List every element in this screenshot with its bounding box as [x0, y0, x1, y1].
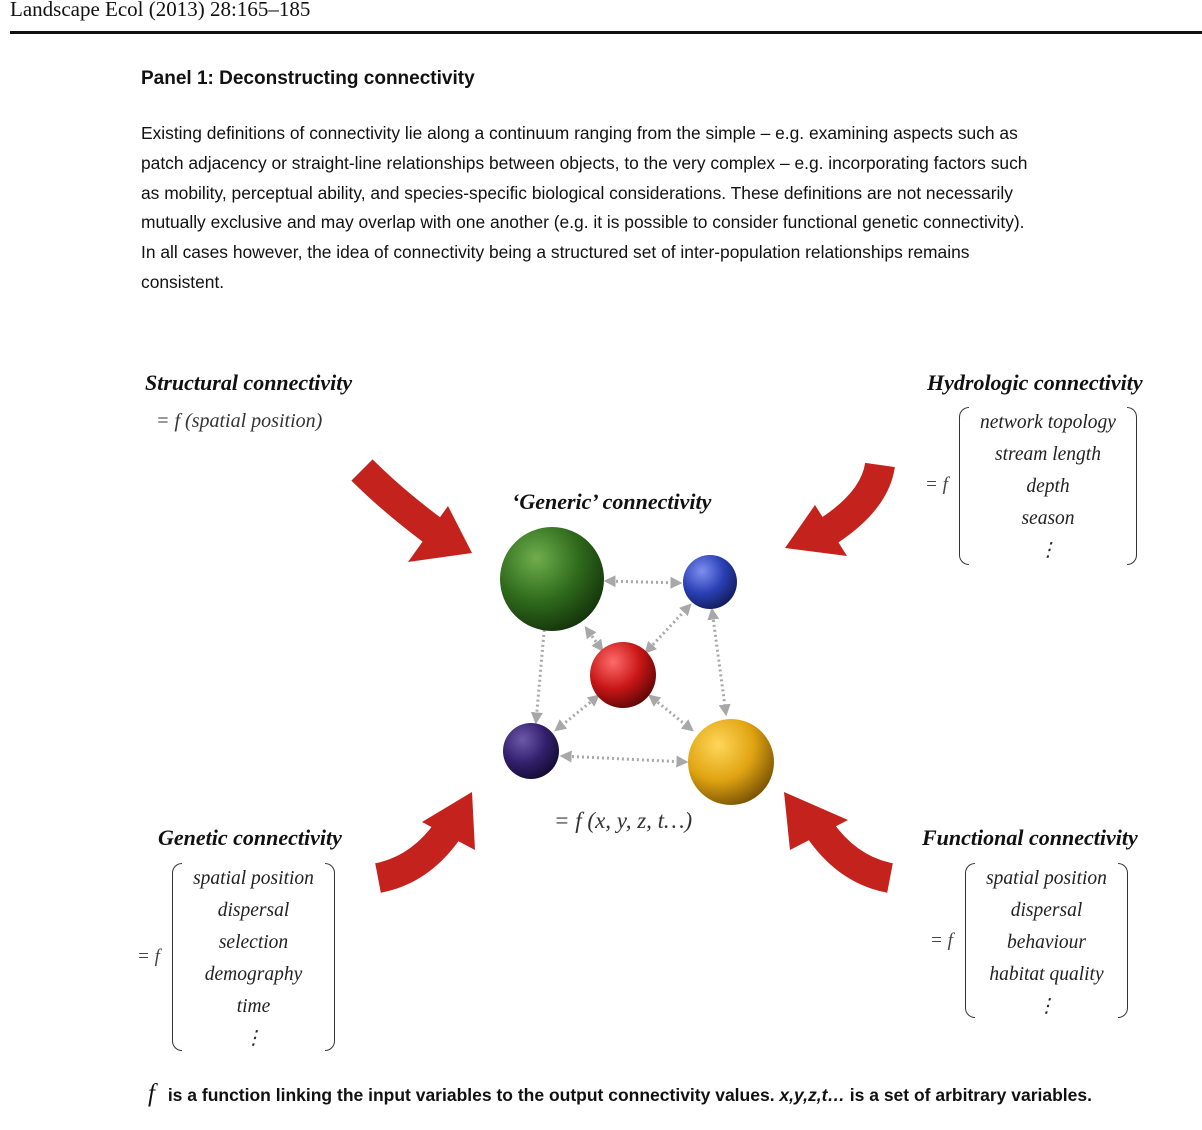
gold-node [688, 719, 774, 805]
body-line: consistent. [141, 271, 225, 292]
genetic-title: Genetic connectivity [158, 825, 342, 850]
genetic-variable-vector: spatial position dispersal selection dem… [172, 863, 335, 1051]
hydrologic-variable-vector: network topology stream length depth sea… [959, 407, 1137, 565]
variable-item: habitat quality [989, 964, 1104, 985]
body-line: mutually exclusive and may overlap with … [141, 212, 1025, 233]
functional-variable-vector: spatial position dispersal behaviour hab… [965, 863, 1128, 1018]
footnote-text: is a set of arbitrary variables. [844, 1085, 1092, 1105]
generic-equation: = f (x, y, z, t…) [554, 808, 693, 833]
genetic-equals-f: = f [137, 946, 160, 967]
body-line: In all cases however, the idea of connec… [141, 242, 970, 263]
link-green-navy [530, 607, 552, 725]
variable-item: stream length [995, 444, 1101, 465]
vertical-ellipsis: ⋮ [1036, 996, 1057, 1017]
genetic-arrow-icon [374, 792, 475, 893]
structural-arrow-icon [351, 459, 472, 562]
panel-body: Existing definitions of connectivity lie… [141, 119, 1151, 298]
link-green-blue [603, 575, 683, 589]
structural-title: Structural connectivity [145, 370, 353, 395]
link-red-gold [648, 694, 694, 732]
variable-item: selection [218, 932, 289, 953]
variable-item: dispersal [217, 900, 290, 921]
link-navy-gold [559, 750, 689, 768]
variable-item: time [236, 996, 271, 1017]
functional-title: Functional connectivity [922, 825, 1138, 850]
link-red-blue [644, 603, 692, 654]
body-line: patch adjacency or straight-line relatio… [141, 152, 1028, 173]
variable-item: spatial position [193, 868, 314, 889]
footnote-text: is a function linking the input variable… [162, 1085, 780, 1105]
link-blue-gold [707, 607, 731, 717]
header-rule [10, 31, 1202, 34]
body-line: as mobility, perceptual ability, and spe… [141, 182, 1013, 203]
red-node [590, 642, 656, 708]
journal-citation: Landscape Ecol (2013) 28:165–185 [10, 0, 311, 21]
variable-item: depth [1026, 476, 1070, 497]
hydrologic-equals-f: = f [925, 474, 948, 495]
variable-item: dispersal [1010, 900, 1083, 921]
vertical-ellipsis: ⋮ [243, 1028, 264, 1049]
hydrologic-title: Hydrologic connectivity [927, 370, 1143, 395]
generic-title: ‘Generic’ connectivity [512, 489, 712, 514]
link-red-navy [554, 694, 600, 732]
vertical-ellipsis: ⋮ [1038, 540, 1058, 561]
variable-item: behaviour [1006, 932, 1087, 953]
panel-title: Panel 1: Deconstructing connectivity [141, 68, 475, 89]
green-node [500, 527, 604, 631]
variable-item: demography [204, 964, 303, 985]
variable-item: network topology [980, 412, 1116, 433]
body-line: Existing definitions of connectivity lie… [141, 123, 1018, 143]
navy-node [503, 723, 559, 779]
variable-item: season [1021, 508, 1075, 529]
structural-equation: = f (spatial position) [156, 410, 323, 432]
blue-node [683, 555, 737, 609]
function-symbol: f [148, 1080, 155, 1107]
functional-arrow-icon [784, 792, 894, 893]
hydrologic-arrow-icon [785, 462, 895, 556]
functional-equals-f: = f [930, 930, 953, 951]
variable-item: spatial position [986, 868, 1107, 889]
link-green-red [584, 626, 604, 652]
figure-footnote: f is a function linking the input variab… [148, 1080, 1092, 1108]
footnote-variables: x,y,z,t… [779, 1085, 845, 1105]
